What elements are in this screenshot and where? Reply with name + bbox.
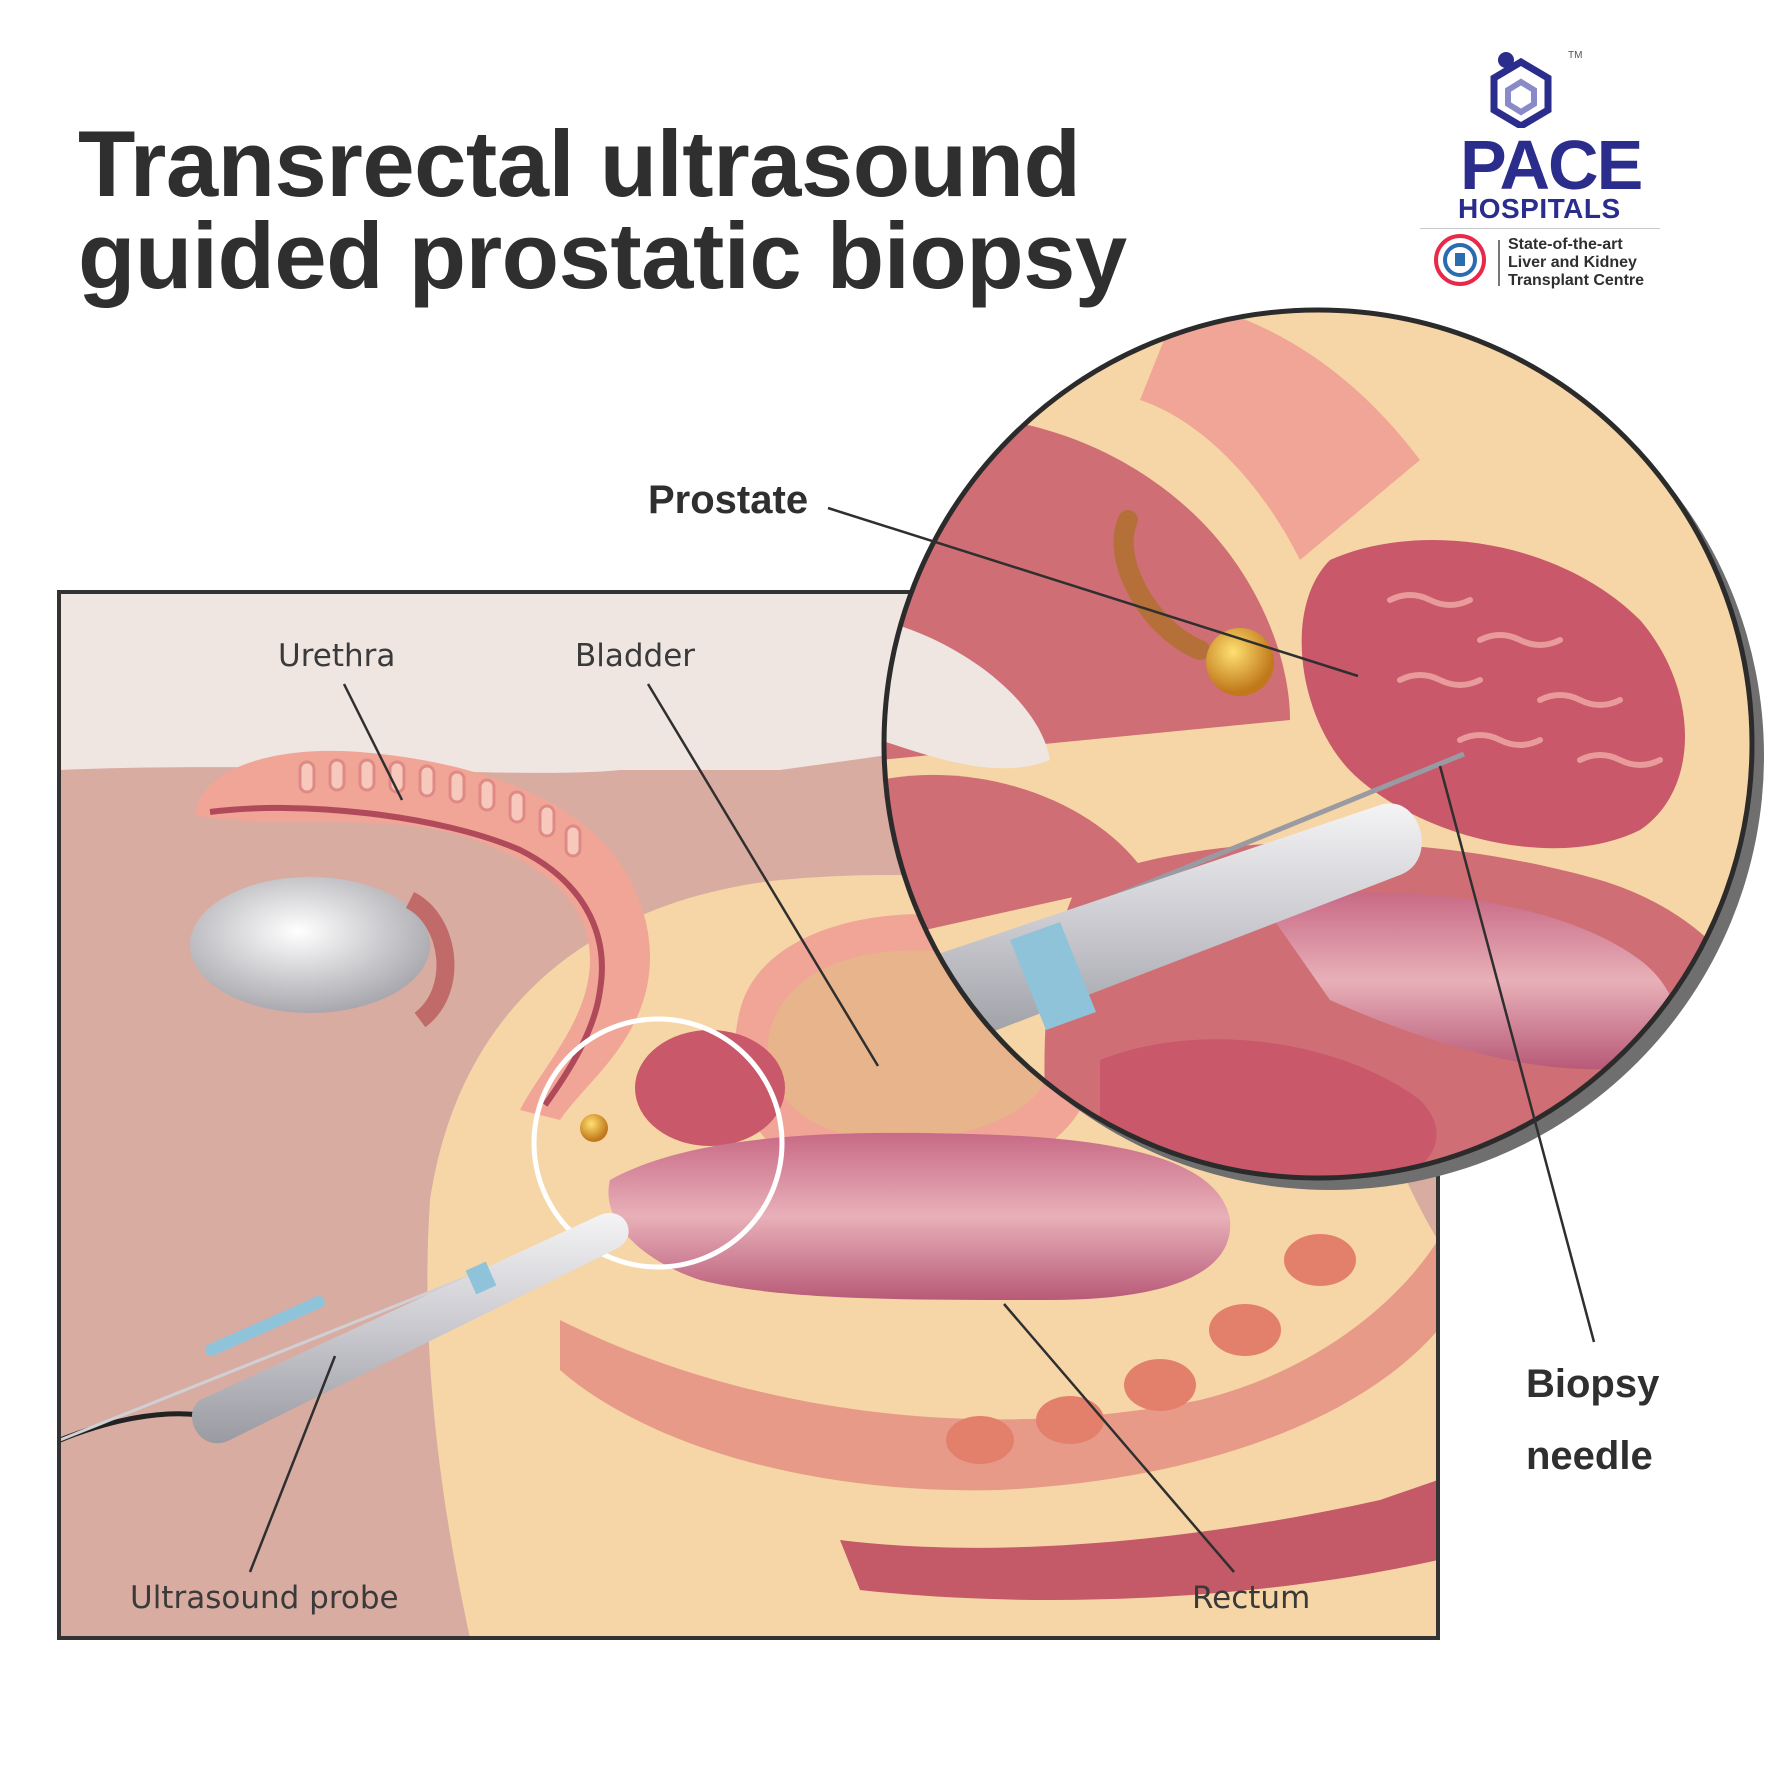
logo-tagline: State-of-the-art Liver and Kidney Transp… — [1508, 236, 1644, 290]
title-line-1: Transrectal ultrasound — [78, 111, 1081, 216]
logo-divider — [1420, 228, 1660, 229]
mag-tissue-upper — [1140, 310, 1420, 560]
rectum-shape — [608, 1132, 1231, 1300]
vertebra-discs — [946, 1234, 1356, 1464]
probe-leader — [248, 1355, 337, 1573]
magnified-border — [881, 307, 1755, 1181]
biopsy-needle-label: Biopsy needle — [1526, 1348, 1659, 1492]
page-title: Transrectal ultrasound guided prostatic … — [78, 111, 1127, 308]
magnified-view — [881, 307, 1764, 1190]
prostate-leader — [827, 506, 1359, 678]
logo-mark-icon — [1490, 52, 1552, 128]
mag-prostate-texture — [1387, 592, 1663, 768]
mag-muscle-lower-left — [884, 774, 1150, 940]
prostate-small — [635, 1030, 785, 1146]
accreditation-seal-icon — [1434, 234, 1486, 286]
lower-muscle — [840, 1480, 1438, 1600]
ultrasound-probe-small — [59, 1212, 629, 1444]
rectum-leader — [1003, 1303, 1235, 1573]
urethra-leader — [342, 683, 404, 801]
muscle-band — [560, 1240, 1438, 1491]
leader-lines — [248, 506, 1596, 1573]
penis-shape — [195, 750, 650, 1120]
mag-bone-area — [884, 620, 1050, 769]
pubic-bone — [190, 877, 430, 1013]
mag-probe-body — [898, 803, 1422, 1052]
prostate-label: Prostate — [648, 478, 809, 522]
mag-probe-band — [1010, 922, 1096, 1030]
zoom-indicator-circle — [531, 1016, 785, 1270]
mag-prostate-body — [1301, 540, 1685, 849]
trademark-mark: TM — [1568, 50, 1583, 61]
tagline-line-1: State-of-the-art — [1508, 236, 1623, 253]
bladder-label: Bladder — [575, 638, 696, 674]
title-line-2: guided prostatic biopsy — [78, 203, 1127, 308]
rectum-label: Rectum — [1192, 1580, 1311, 1616]
tagline-line-3: Transplant Centre — [1508, 272, 1645, 289]
corpus-ridges — [298, 758, 582, 858]
mag-vas-deferens — [1113, 510, 1210, 660]
pubic-muscle — [405, 891, 455, 1028]
biopsy-needle-line-2: needle — [1526, 1434, 1653, 1478]
needle-leader — [1438, 765, 1596, 1343]
urethra-line — [209, 804, 605, 1107]
tagline-line-2: Liver and Kidney — [1508, 254, 1637, 271]
mag-rectum-lumen — [1260, 892, 1678, 1070]
logo-subtitle: HOSPITALS — [1458, 193, 1621, 224]
pace-hospitals-logo: TM PACE HOSPITALS State-of-the-art Liver… — [1420, 48, 1680, 308]
bladder-leader — [646, 683, 880, 1067]
logo-wordmark: PACE — [1460, 126, 1643, 204]
mag-lower-muscle — [1100, 1039, 1437, 1178]
biopsy-needle-line-1: Biopsy — [1526, 1362, 1660, 1406]
tagline-divider — [1498, 240, 1500, 286]
ultrasound-probe-label: Ultrasound probe — [130, 1580, 399, 1616]
urethra-label: Urethra — [278, 638, 396, 674]
seminal-gland-small — [580, 1114, 608, 1142]
